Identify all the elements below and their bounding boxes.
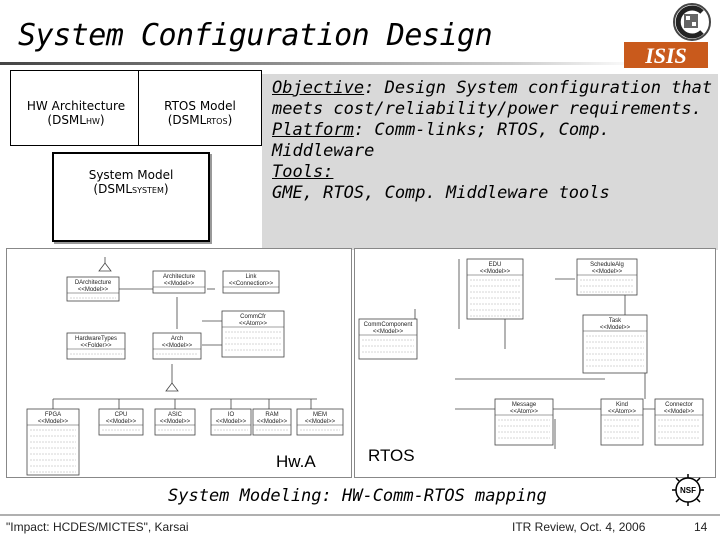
uml-class-box: Architecture<<Model>> <box>152 270 206 294</box>
university-seal-logo <box>673 3 711 41</box>
footer-divider <box>0 514 720 516</box>
system-model-box: System Model (DSMLSYSTEM) <box>52 152 210 242</box>
uml-class-box: FPGA<<Model>> <box>26 408 80 476</box>
uml-class-name: Link <box>245 274 257 280</box>
svg-text:NSF: NSF <box>680 486 696 495</box>
isis-logo: ISIS <box>624 42 708 68</box>
slide-caption: System Modeling: HW-Comm-RTOS mapping <box>168 486 547 506</box>
uml-class-name: FPGA <box>45 412 61 418</box>
uml-class-box: CPU<<Model>> <box>98 408 144 436</box>
platform-text: : Comm-links; RTOS, Comp. Middleware <box>272 120 610 161</box>
objective-panel: Objective: Design System configuration t… <box>262 74 718 250</box>
rtos-metamodel-diagram: EDU<<Model>>ScheduleAlg<<Model>>Task<<Mo… <box>354 248 716 478</box>
footer-left-text: "Impact: HCDES/MICTES", Karsai <box>6 520 189 534</box>
uml-class-name: Message <box>512 402 537 408</box>
hw-uml-canvas: Architecture<<Model>>Link<<Connection>>D… <box>26 257 344 476</box>
uml-class-name: HardwareTypes <box>75 336 117 342</box>
uml-class-box: ScheduleAlg<<Model>> <box>576 258 638 296</box>
uml-class-box: Message<<Atom>> <box>494 398 554 446</box>
title-divider <box>0 62 640 65</box>
hw-metamodel-diagram: Architecture<<Model>>Link<<Connection>>D… <box>6 248 352 478</box>
rtos-uml-canvas: EDU<<Model>>ScheduleAlg<<Model>>Task<<Mo… <box>358 258 704 449</box>
hw-architecture-box: HW Architecture (DSMLHW) <box>10 70 142 146</box>
uml-class-box: Link<<Connection>> <box>222 270 280 294</box>
objective-label: Objective <box>272 78 365 98</box>
uml-class-box: Connector<<Model>> <box>654 398 704 446</box>
uml-class-name: ASIC <box>168 412 183 418</box>
platform-label: Platform <box>272 120 354 140</box>
uml-class-name: RAM <box>265 412 278 418</box>
uml-class-box: CommCfr<<Atom>> <box>221 310 285 358</box>
uml-class-name: DArchitecture <box>75 280 112 286</box>
tools-text: GME, RTOS, Comp. Middleware tools <box>272 183 610 203</box>
uml-class-name: Arch <box>171 336 183 342</box>
uml-class-stereotype: <<Atom>> <box>608 409 637 415</box>
uml-class-stereotype: <<Model>> <box>160 419 191 425</box>
uml-class-name: MEM <box>313 412 327 418</box>
dsml-diagram: HW Architecture (DSMLHW) RTOS Model (DSM… <box>10 70 262 242</box>
uml-class-box: ASIC<<Model>> <box>154 408 196 436</box>
uml-class-box: Arch<<Model>> <box>152 332 202 360</box>
uml-class-stereotype: <<Model>> <box>106 419 137 425</box>
uml-class-name: Connector <box>665 402 693 408</box>
uml-class-box: IO<<Model>> <box>210 408 252 436</box>
uml-class-box: EDU<<Model>> <box>466 258 524 320</box>
uml-class-stereotype: <<Model>> <box>162 343 193 349</box>
page-number: 14 <box>694 520 708 534</box>
uml-class-box: Kind<<Atom>> <box>600 398 644 446</box>
uml-class-stereotype: <<Model>> <box>600 325 631 331</box>
uml-class-box: CommComponent<<Model>> <box>358 318 418 360</box>
uml-class-stereotype: <<Model>> <box>664 409 695 415</box>
uml-class-name: CommComponent <box>364 322 413 328</box>
uml-class-stereotype: <<Model>> <box>38 419 69 425</box>
uml-class-stereotype: <<Model>> <box>373 329 404 335</box>
uml-class-stereotype: <<Model>> <box>257 419 288 425</box>
uml-class-stereotype: <<Model>> <box>78 287 109 293</box>
uml-class-stereotype: <<Atom>> <box>510 409 539 415</box>
uml-class-name: Architecture <box>163 274 196 280</box>
footer-right-text: ITR Review, Oct. 4, 2006 <box>512 520 646 534</box>
uml-class-stereotype: <<Model>> <box>480 269 511 275</box>
uml-class-stereotype: <<Folder>> <box>80 343 112 349</box>
rtos-model-box: RTOS Model (DSMLRTOS) <box>138 70 262 146</box>
uml-class-stereotype: <<Model>> <box>305 419 336 425</box>
objective-text: : Design System configuration that meets… <box>272 78 713 119</box>
nsf-logo-icon: NSF <box>672 474 704 506</box>
uml-class-stereotype: <<Model>> <box>592 269 623 275</box>
uml-class-name: ScheduleAlg <box>590 262 624 268</box>
uml-class-name: Kind <box>616 402 628 408</box>
uml-class-box: MEM<<Model>> <box>296 408 344 436</box>
uml-class-stereotype: <<Atom>> <box>239 321 268 327</box>
uml-class-box: HardwareTypes<<Folder>> <box>66 332 126 360</box>
uml-class-stereotype: <<Connection>> <box>229 281 274 287</box>
uml-class-box: RAM<<Model>> <box>252 408 292 436</box>
tools-label: Tools: <box>272 162 334 182</box>
uml-class-box: Task<<Model>> <box>582 314 648 374</box>
hw-architecture-label: Hw.A <box>276 452 316 471</box>
uml-class-name: EDU <box>489 262 502 268</box>
uml-class-name: Task <box>609 318 622 324</box>
rtos-label: RTOS <box>368 446 415 465</box>
uml-class-name: IO <box>228 412 235 418</box>
uml-class-stereotype: <<Model>> <box>164 281 195 287</box>
svg-text:ISIS: ISIS <box>644 43 687 68</box>
uml-class-name: CPU <box>115 412 128 418</box>
slide-title: System Configuration Design <box>18 18 493 53</box>
uml-class-stereotype: <<Model>> <box>216 419 247 425</box>
uml-class-box: DArchitecture<<Model>> <box>66 276 120 302</box>
uml-class-name: CommCfr <box>240 314 266 320</box>
